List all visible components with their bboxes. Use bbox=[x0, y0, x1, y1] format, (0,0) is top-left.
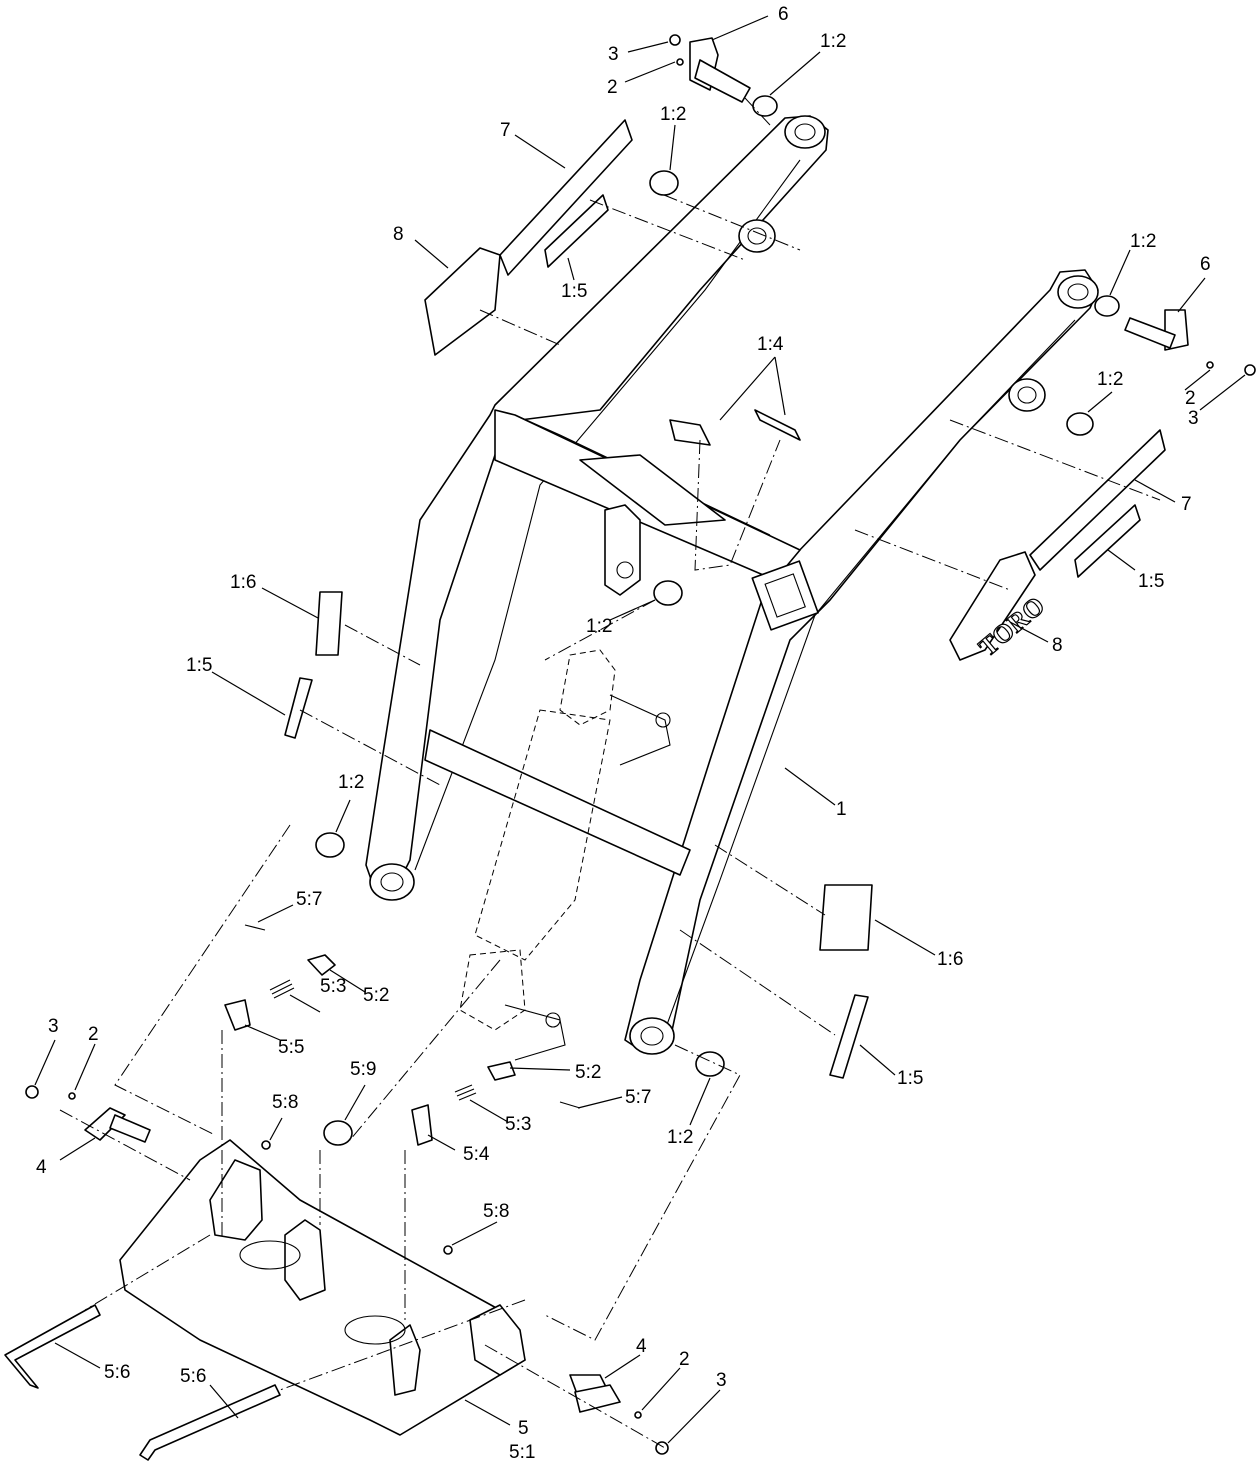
callout-1-2-top: 1:2 bbox=[820, 31, 846, 52]
callout-5-5: 5:5 bbox=[278, 1037, 304, 1058]
callout-5-7-upper: 5:7 bbox=[296, 889, 322, 910]
callout-1-5-left: 1:5 bbox=[186, 655, 212, 676]
callout-7-right: 7 bbox=[1181, 494, 1192, 515]
callout-2-left: 2 bbox=[88, 1024, 99, 1045]
callout-1-6-left: 1:6 bbox=[230, 572, 256, 593]
callout-1-2-right-top: 1:2 bbox=[1130, 231, 1156, 252]
callout-5-8-lower: 5:8 bbox=[483, 1201, 509, 1222]
callout-1-5-right-low: 1:5 bbox=[897, 1068, 923, 1089]
callout-2-right: 2 bbox=[1185, 388, 1196, 409]
callout-1-6-right: 1:6 bbox=[937, 949, 963, 970]
callout-5-2-upper: 5:2 bbox=[363, 985, 389, 1006]
callout-1: 1 bbox=[836, 799, 847, 820]
callout-2-top: 2 bbox=[607, 77, 618, 98]
callout-1-5-right: 1:5 bbox=[1138, 571, 1164, 592]
callout-1-2-upper: 1:2 bbox=[660, 104, 686, 125]
hydraulic-cylinder bbox=[459, 649, 671, 1061]
callout-7-left: 7 bbox=[500, 120, 511, 141]
callout-5-3-lower: 5:3 bbox=[505, 1114, 531, 1135]
callout-1-2-left-low: 1:2 bbox=[338, 772, 364, 793]
callout-5: 5 bbox=[518, 1418, 529, 1439]
callout-5-9: 5:9 bbox=[350, 1059, 376, 1080]
alignment-lines bbox=[59, 97, 1161, 1449]
callout-1-5-upper: 1:5 bbox=[561, 281, 587, 302]
callout-5-1: 5:1 bbox=[509, 1442, 535, 1463]
callout-3-top: 3 bbox=[608, 44, 619, 65]
callout-5-4: 5:4 bbox=[463, 1144, 490, 1165]
callout-3-bottom: 3 bbox=[716, 1370, 727, 1391]
callout-5-7-lower: 5:7 bbox=[625, 1087, 651, 1108]
callout-labels: 6 3 2 1:2 1:2 7 8 1:5 1:2 6 1:4 1:2 2 3 … bbox=[36, 4, 1211, 1463]
quick-attach-plate bbox=[4, 1139, 526, 1461]
callout-1-2-right-mid: 1:2 bbox=[1097, 369, 1123, 390]
callout-3-left: 3 bbox=[48, 1016, 59, 1037]
pins-and-bushings bbox=[25, 34, 1256, 1455]
callout-8-right: 8 bbox=[1052, 635, 1063, 656]
callout-4-right: 4 bbox=[636, 1336, 647, 1357]
callout-6-top: 6 bbox=[778, 4, 789, 25]
callout-5-6-bottom: 5:6 bbox=[180, 1366, 206, 1387]
callout-2-bottom: 2 bbox=[679, 1349, 690, 1370]
loader-arm-frame bbox=[365, 115, 1099, 1055]
callout-3-right: 3 bbox=[1188, 408, 1199, 429]
callout-5-6-left: 5:6 bbox=[104, 1362, 130, 1383]
leader-lines bbox=[34, 15, 1246, 1444]
callout-8-left: 8 bbox=[393, 224, 404, 245]
callout-4-left: 4 bbox=[36, 1157, 47, 1178]
callout-1-4: 1:4 bbox=[757, 334, 784, 355]
callout-5-8-upper: 5:8 bbox=[272, 1092, 298, 1113]
callout-6-right: 6 bbox=[1200, 254, 1211, 275]
callout-1-2-center: 1:2 bbox=[586, 616, 612, 637]
callout-5-3-upper: 5:3 bbox=[320, 976, 346, 997]
callout-5-2-lower: 5:2 bbox=[575, 1062, 601, 1083]
callout-1-2-right-low: 1:2 bbox=[667, 1127, 693, 1148]
